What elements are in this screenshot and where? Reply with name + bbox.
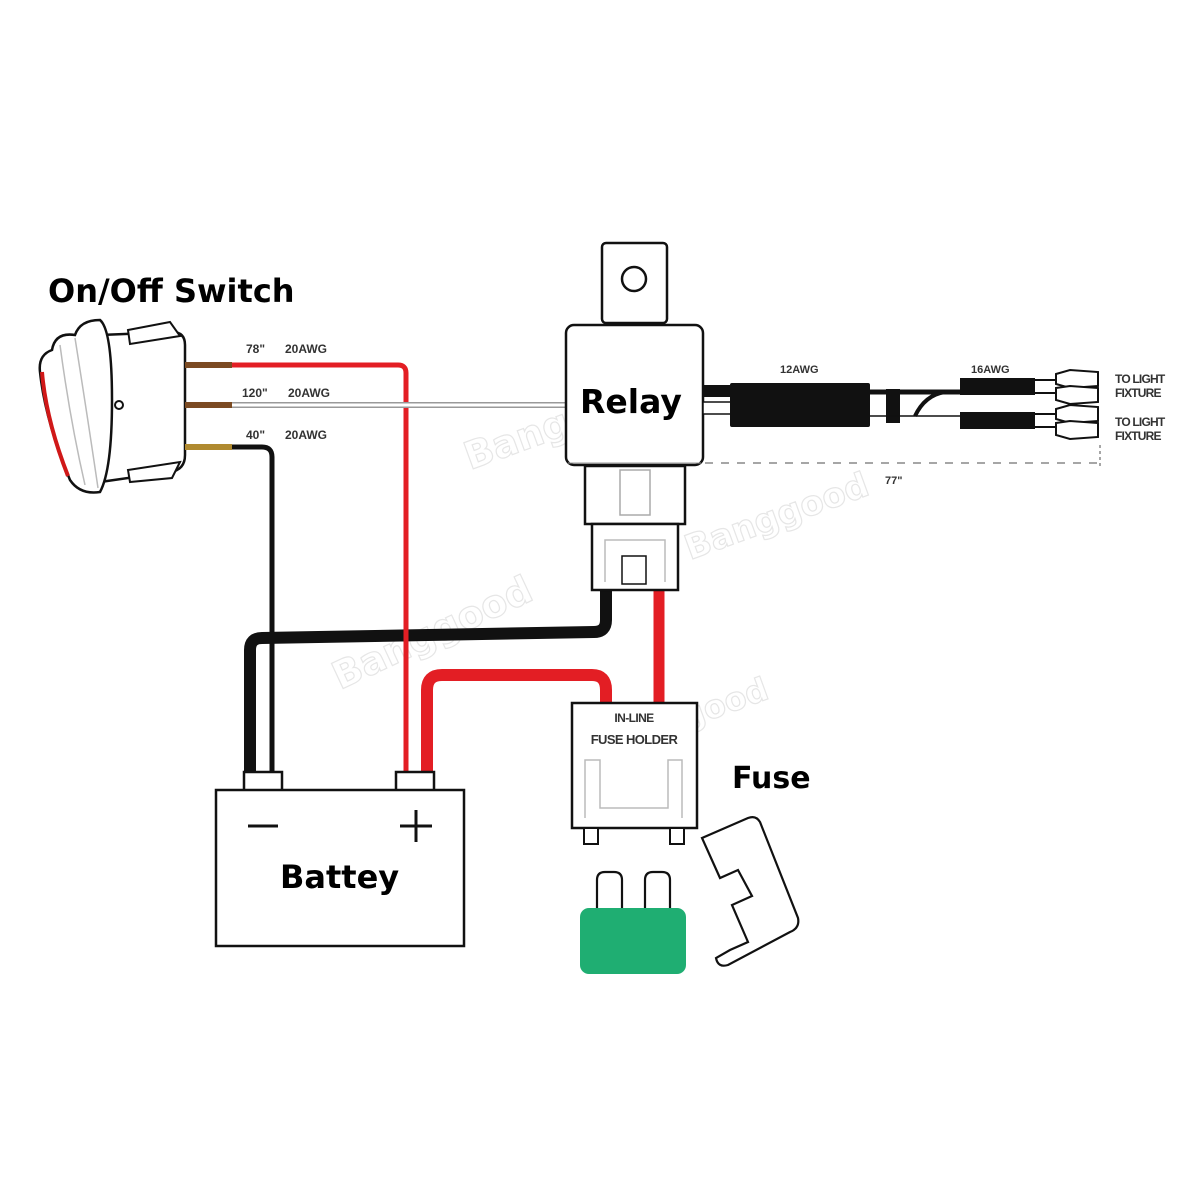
relay: Relay xyxy=(564,241,705,592)
fuse-holder-slot xyxy=(584,759,683,818)
main-gauge-label: 12AWG xyxy=(780,364,819,376)
wire-gauge-label: 20AWG xyxy=(285,428,327,442)
harness-wire xyxy=(703,385,733,397)
wire-gauge-label: 20AWG xyxy=(288,386,330,400)
relay-connector xyxy=(590,522,680,592)
branch-gauge-label: 16AWG xyxy=(971,364,1010,376)
spade-connector xyxy=(1055,403,1099,425)
harness-12awg-sleeve xyxy=(730,383,870,427)
relay-mount-hole xyxy=(620,265,648,293)
switch-power-wire xyxy=(232,362,409,775)
wire-length-label: 120" xyxy=(242,386,268,400)
battery-label: Battey xyxy=(280,858,399,896)
harness-wire xyxy=(702,401,734,415)
spade-connector xyxy=(1055,368,1099,390)
relay-socket-detail xyxy=(619,469,651,516)
fuse-blade xyxy=(595,870,624,912)
switch-pivot xyxy=(114,400,124,410)
fuse-holder-foot xyxy=(669,827,685,845)
harness-16awg-sleeve xyxy=(960,412,1035,429)
output-label-line2: FIXTURE xyxy=(1115,386,1162,400)
fuse-holder-body xyxy=(570,701,699,830)
relay-ground-wire xyxy=(244,590,612,775)
rocker-switch: On/Off Switch xyxy=(38,272,295,494)
harness-crossover xyxy=(913,390,946,417)
fuse-holder-label-line1: IN-LINE xyxy=(614,711,654,725)
relay-label: Relay xyxy=(580,382,682,421)
fuse-blade xyxy=(643,870,672,912)
blade-fuse xyxy=(580,870,686,974)
switch-rib xyxy=(59,344,86,486)
fuse-label: Fuse xyxy=(732,761,811,796)
harness-length-label: 77" xyxy=(885,475,902,487)
output-label-line1: TO LIGHT xyxy=(1115,415,1166,429)
output-label: TO LIGHT FIXTURE xyxy=(1115,415,1167,443)
switch-terminal xyxy=(185,444,232,450)
switch-indicator xyxy=(40,371,70,477)
fuse-holder-foot xyxy=(583,827,599,845)
switch-ground-wire xyxy=(232,444,275,775)
wire-gauge-label: 20AWG xyxy=(285,342,327,356)
output-label: TO LIGHT FIXTURE xyxy=(1115,372,1167,400)
light-harness xyxy=(702,368,1099,441)
fuse-holder-label-line2: FUSE HOLDER xyxy=(591,732,679,747)
wire-length-label: 78" xyxy=(246,342,265,356)
output-label-line1: TO LIGHT xyxy=(1115,372,1166,386)
battery-to-fuse-wire xyxy=(421,669,612,775)
relay-connector-detail xyxy=(604,539,666,582)
switch-clip-top xyxy=(126,320,182,346)
switch-rib xyxy=(74,337,99,489)
harness-16awg-sleeve xyxy=(960,378,1035,395)
output-label-line2: FIXTURE xyxy=(1115,429,1162,443)
inline-fuse-holder: IN-LINE FUSE HOLDER xyxy=(570,701,800,967)
wire-length-label: 40" xyxy=(246,428,265,442)
battery-body xyxy=(214,788,466,948)
relay-connector-latch xyxy=(621,555,647,585)
watermark: Banggood xyxy=(679,465,874,569)
harness-band xyxy=(886,389,900,423)
switch-clip-bottom xyxy=(126,460,182,484)
spade-connector xyxy=(1055,384,1099,406)
spade-connector xyxy=(1055,419,1099,441)
fuse-holder-lid xyxy=(700,816,800,967)
switch-terminal xyxy=(185,362,232,368)
fuse-body xyxy=(580,908,686,974)
battery: Battey xyxy=(214,770,466,948)
switch-label: On/Off Switch xyxy=(48,272,295,310)
switch-terminal xyxy=(185,402,232,408)
